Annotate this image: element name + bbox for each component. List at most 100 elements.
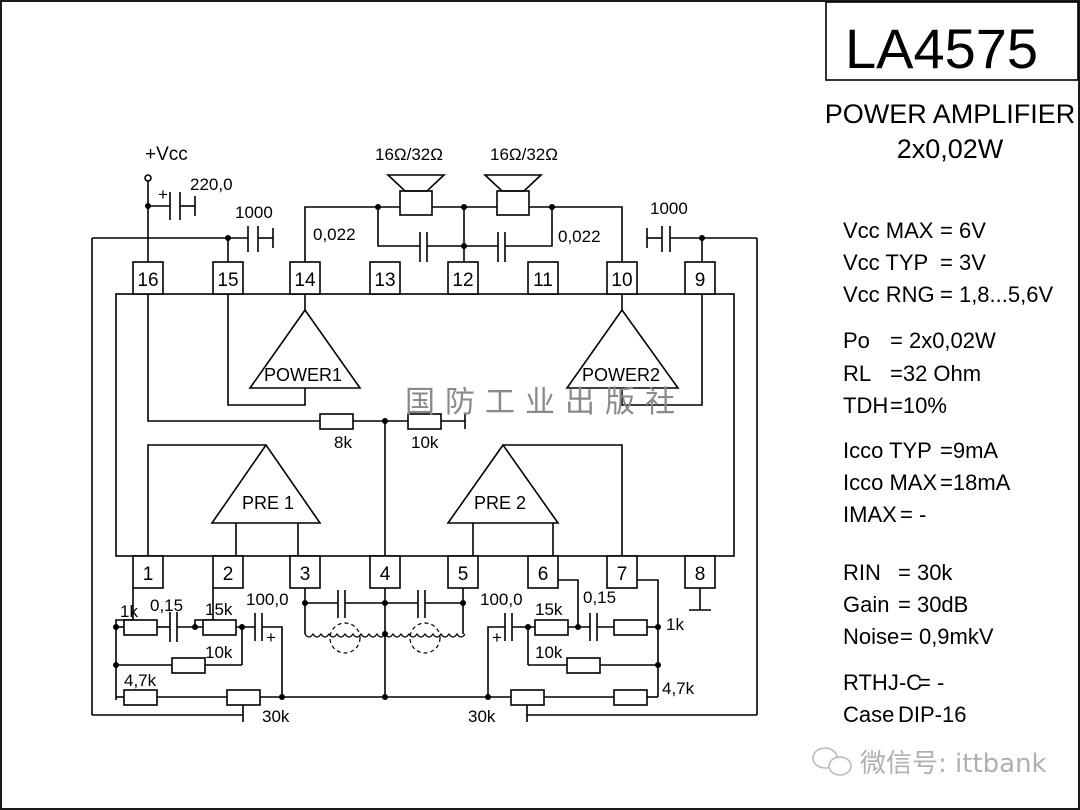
label-speaker-2: 16Ω/32Ω — [490, 145, 558, 164]
pin-16 — [132, 261, 164, 295]
label-15k-left: 15k — [205, 600, 233, 619]
spec-param: RL — [843, 361, 871, 386]
label-100-right: 100,0 — [480, 590, 523, 609]
label-10k-left: 10k — [205, 643, 233, 662]
label-015-right: 0,15 — [583, 588, 616, 607]
pre1-label: PRE 1 — [242, 493, 294, 513]
spec-value: = - — [918, 670, 944, 695]
chip-power-rating: 2x0,02W — [897, 134, 1004, 164]
spec-value: = 2x0,02W — [890, 328, 996, 353]
chip-name: LA4575 — [845, 17, 1038, 80]
spec-list: Vcc MAX = 6V Vcc TYP = 3V Vcc RNG = 1,8.… — [843, 218, 1053, 727]
pin-label: 16 — [137, 270, 158, 291]
pin-label: 4 — [380, 564, 391, 585]
vcc-label: +Vcc — [145, 144, 188, 165]
pin-label: 6 — [538, 564, 549, 585]
pin-7 — [606, 555, 638, 589]
plus-sign: + — [492, 628, 502, 647]
power1-amplifier: POWER1 — [248, 308, 362, 389]
pin-label: 12 — [452, 270, 473, 291]
pin-label: 14 — [294, 270, 316, 291]
resistor-10k-right — [566, 657, 601, 674]
label-30k-right: 30k — [468, 707, 496, 726]
pin-6 — [527, 555, 559, 589]
pin-10 — [606, 261, 638, 295]
spec-value: =18mA — [940, 470, 1011, 495]
plus-sign: + — [266, 628, 276, 647]
speaker-1-icon — [385, 174, 447, 216]
spec-param: Noise — [843, 624, 899, 649]
chip-type: POWER AMPLIFIER — [825, 99, 1076, 129]
label-0022-left: 0,022 — [313, 225, 356, 244]
spec-value: = 30dB — [898, 592, 968, 617]
spec-param: Vcc TYP — [843, 250, 928, 275]
resistor-10k-left — [171, 657, 206, 674]
spec-param: Gain — [843, 592, 889, 617]
pin-label: 3 — [300, 564, 311, 585]
spec-param: IMAX — [843, 502, 897, 527]
power1-label: POWER1 — [264, 365, 342, 385]
spec-param: Icco MAX — [843, 470, 937, 495]
label-15k-right: 15k — [535, 600, 563, 619]
pin-label: 11 — [533, 270, 553, 291]
pin-label: 5 — [458, 564, 469, 585]
spec-value: DIP-16 — [898, 702, 966, 727]
label-speaker-1: 16Ω/32Ω — [375, 145, 443, 164]
internal-wiring: 8k 10k — [147, 294, 703, 556]
spec-param: Vcc MAX — [843, 218, 934, 243]
resistor-1k-left — [123, 619, 158, 636]
spec-param: Icco TYP — [843, 438, 932, 463]
spec-value: =9mA — [940, 438, 998, 463]
bottom-external-circuit: + 1k 0,15 15k 100,0 10k 4,7k 30k — [92, 579, 757, 726]
pin-12 — [447, 261, 479, 295]
label-47k-right: 4,7k — [662, 679, 695, 698]
pin-11 — [527, 261, 559, 295]
pin-9 — [684, 261, 716, 295]
pre2-amplifier: PRE 2 — [446, 443, 560, 524]
publisher-watermark: 国防工业出版社 — [405, 385, 685, 420]
spec-value: = - — [900, 502, 926, 527]
spec-value: =10% — [890, 393, 947, 418]
label-1000-left: 1000 — [235, 203, 273, 222]
label-1000-right: 1000 — [650, 199, 688, 218]
label-47k-left: 4,7k — [124, 671, 157, 690]
pin-label: 7 — [617, 564, 628, 585]
label-220: 220,0 — [190, 175, 233, 194]
pin-8 — [684, 555, 716, 589]
coil-2-icon — [384, 622, 466, 654]
spec-param: Po — [843, 328, 870, 353]
top-external-circuit: +Vcc + 220,0 1000 0,022 16Ω/32Ω — [91, 144, 758, 715]
spec-value: = 1,8...5,6V — [940, 282, 1053, 307]
resistor-47k-right — [613, 689, 648, 706]
title-box — [825, 1, 1079, 81]
spec-param: Vcc RNG — [843, 282, 935, 307]
pre1-amplifier: PRE 1 — [210, 443, 322, 524]
pin-label: 1 — [143, 564, 154, 585]
pin-label: 13 — [374, 270, 395, 291]
power2-amplifier: POWER2 — [565, 308, 680, 389]
label-30k-left: 30k — [262, 707, 290, 726]
potentiometer-30k-left — [226, 689, 261, 706]
pin-label: 10 — [611, 270, 632, 291]
resistor-15k-right — [534, 619, 569, 636]
plus-sign: + — [158, 185, 168, 204]
potentiometer-30k-right — [510, 689, 545, 706]
pin-label: 15 — [217, 270, 238, 291]
power2-label: POWER2 — [582, 365, 660, 385]
spec-param: RIN — [843, 560, 881, 585]
pre2-label: PRE 2 — [474, 493, 526, 513]
resistor-47k-left — [123, 689, 158, 706]
speaker-2-icon — [482, 174, 544, 216]
coil-1-icon — [304, 622, 386, 654]
spec-value: = 30k — [898, 560, 953, 585]
label-0022-right: 0,022 — [558, 227, 601, 246]
label-10k-mid: 10k — [411, 433, 439, 452]
label-100-left: 100,0 — [246, 590, 289, 609]
spec-param: RTHJ-C — [843, 670, 922, 695]
ic-body — [115, 293, 735, 557]
pin-label: 2 — [223, 564, 234, 585]
spec-param: Case — [843, 702, 894, 727]
label-1k-right: 1k — [666, 615, 684, 634]
spec-value: = 6V — [940, 218, 986, 243]
